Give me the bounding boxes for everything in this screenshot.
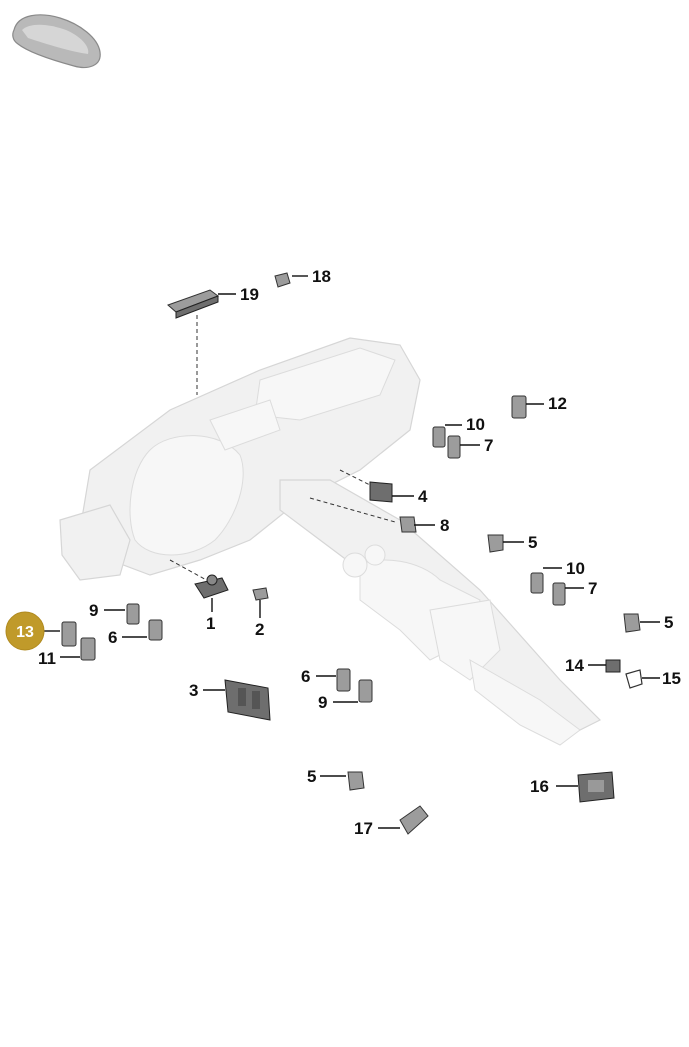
part-15-icon[interactable] [625, 669, 643, 689]
part-6b-icon[interactable] [336, 668, 351, 692]
dashed-leader-8 [309, 497, 396, 523]
callout-10: 10 [566, 559, 585, 578]
part-7b-icon[interactable] [552, 582, 566, 606]
dashed-leader-1 [169, 559, 211, 583]
part-5a-icon[interactable] [487, 534, 504, 553]
part-9a-icon[interactable] [126, 603, 140, 625]
part-5b-icon[interactable] [623, 613, 641, 633]
callout-4: 4 [418, 487, 428, 506]
part-17-icon[interactable] [399, 805, 429, 835]
part-8-icon[interactable] [399, 516, 417, 533]
callout-3: 3 [189, 681, 198, 700]
callout-10: 10 [466, 415, 485, 434]
part-10a-icon[interactable] [432, 426, 446, 448]
part-16-icon[interactable] [577, 771, 615, 803]
vehicle-thumbnail-icon[interactable] [12, 14, 101, 69]
part-1-icon[interactable] [194, 574, 229, 599]
callout-17: 17 [354, 819, 373, 838]
callout-12: 12 [548, 394, 567, 413]
callout-7: 7 [484, 436, 493, 455]
callout-5: 5 [307, 767, 316, 786]
part-6a-icon[interactable] [148, 619, 163, 641]
callout-18: 18 [312, 267, 331, 286]
callout-9: 9 [89, 601, 98, 620]
callout-6: 6 [108, 628, 117, 647]
part-11-icon[interactable] [80, 637, 96, 661]
part-10b-icon[interactable] [530, 572, 544, 594]
callout-5: 5 [528, 533, 537, 552]
callout-16: 16 [530, 777, 549, 796]
callout-11: 11 [38, 649, 56, 668]
dashed-leader-4 [339, 469, 371, 486]
part-3-icon[interactable] [224, 679, 271, 721]
part-9b-icon[interactable] [358, 679, 373, 703]
part-7a-icon[interactable] [447, 435, 461, 459]
part-12-icon[interactable] [511, 395, 527, 419]
part-18-icon[interactable] [274, 272, 291, 288]
leader-lines [44, 275, 660, 829]
callout-15: 15 [662, 669, 681, 688]
callout-6: 6 [301, 667, 310, 686]
callout-9: 9 [318, 693, 327, 712]
part-2-icon[interactable] [252, 587, 269, 601]
part-14-icon[interactable] [605, 659, 621, 673]
callout-13-badge[interactable]: 13 [5, 611, 45, 651]
callout-1: 1 [206, 614, 215, 633]
callout-7: 7 [588, 579, 597, 598]
callout-8: 8 [440, 516, 449, 535]
part-5c-icon[interactable] [347, 771, 365, 791]
part-19-icon[interactable] [167, 289, 220, 319]
part-4-icon[interactable] [369, 481, 393, 503]
callout-13-label: 13 [16, 624, 34, 641]
callout-2: 2 [255, 620, 264, 639]
callout-5: 5 [664, 613, 673, 632]
callout-14: 14 [565, 656, 584, 675]
part-13-icon[interactable] [61, 621, 77, 647]
callout-19: 19 [240, 285, 259, 304]
